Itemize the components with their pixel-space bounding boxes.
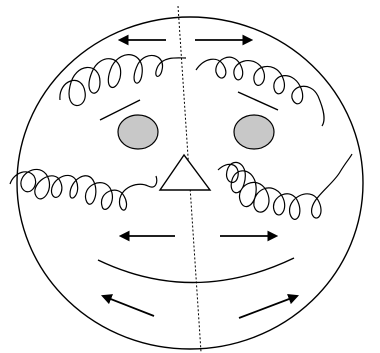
nose-triangle	[160, 155, 210, 190]
right-lower-arrow	[239, 296, 297, 318]
left-hair-curls	[60, 55, 186, 106]
right-eyebrow	[238, 92, 278, 110]
left-cheek-curls	[10, 169, 157, 210]
left-lower-arrow	[103, 296, 154, 316]
left-eye	[118, 115, 158, 149]
right-cheek-curls	[218, 154, 352, 219]
right-eye	[234, 115, 274, 149]
